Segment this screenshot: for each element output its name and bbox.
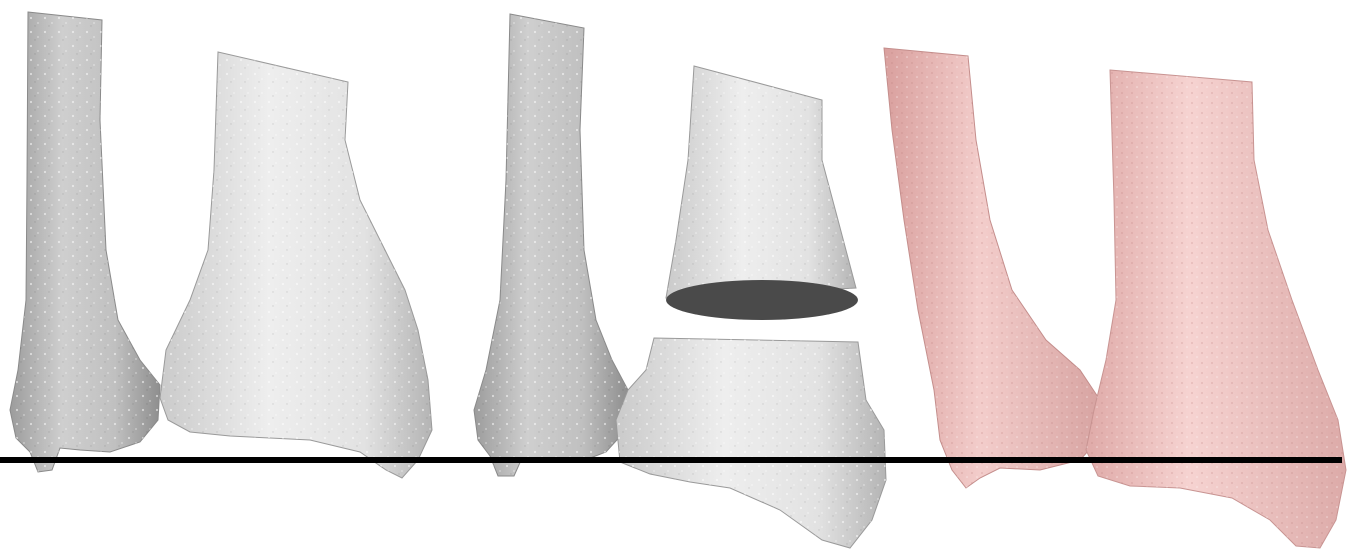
panel-reconstructed [884, 48, 1346, 548]
panel-osteotomy [474, 14, 886, 548]
panel-intact [10, 12, 432, 478]
osteotomy-cut-face [666, 280, 858, 320]
